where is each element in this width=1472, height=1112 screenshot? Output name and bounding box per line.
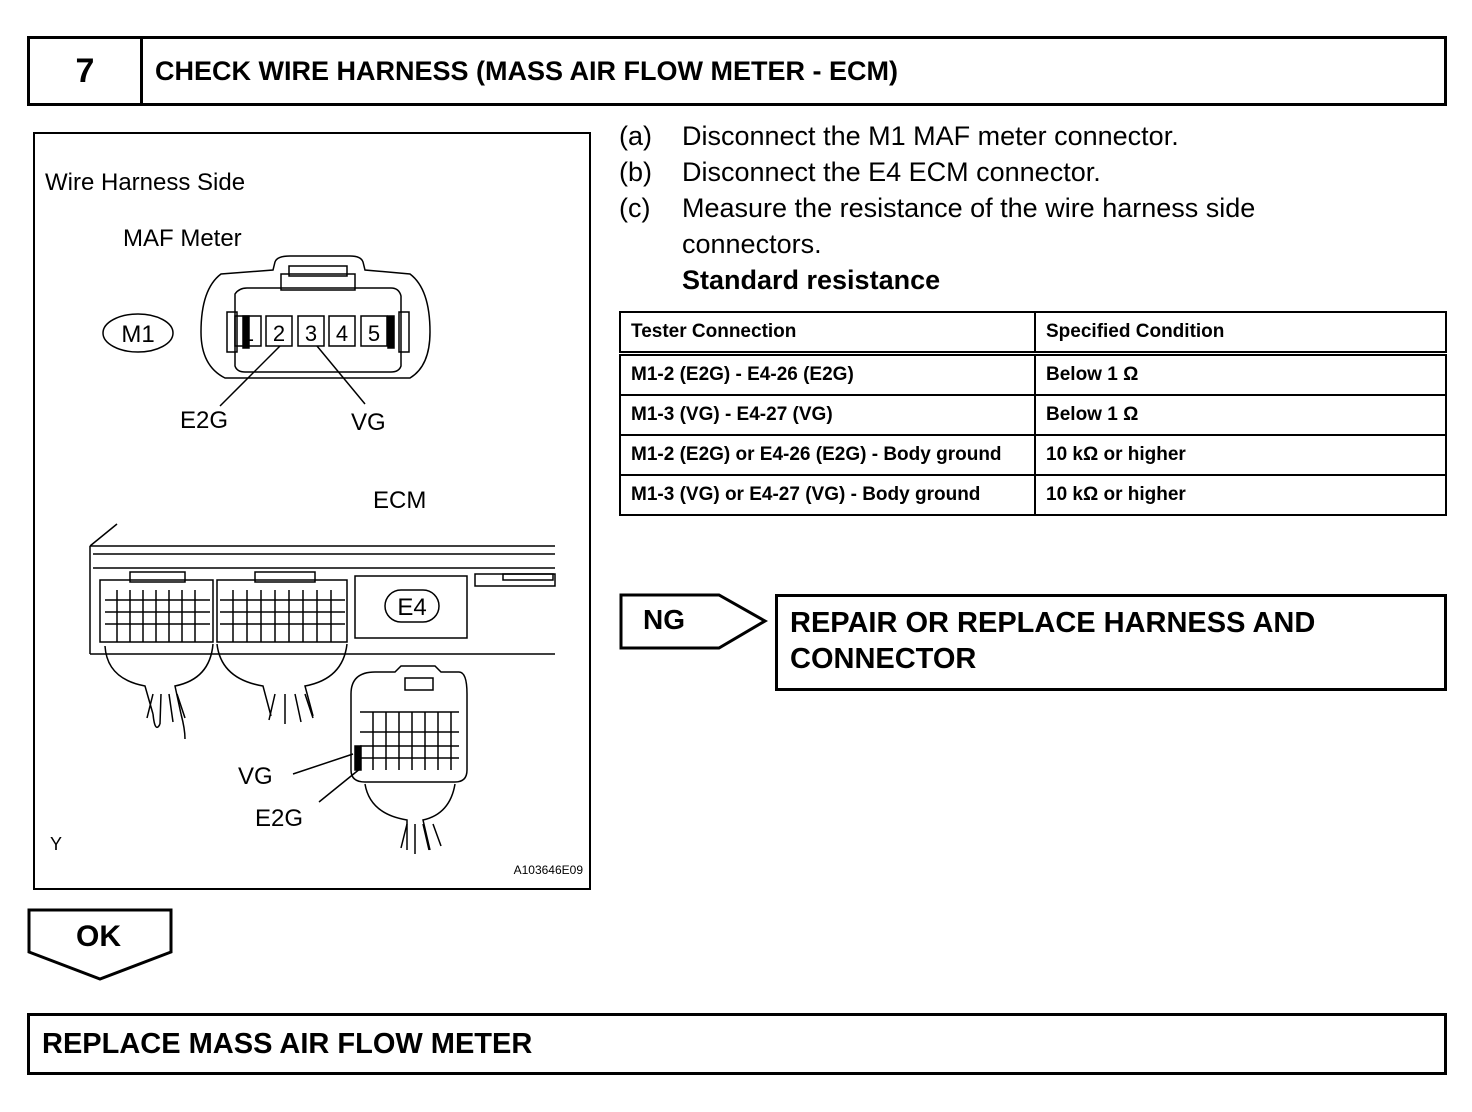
maf-e2g-label: E2G: [180, 407, 228, 434]
instruction-c: (c) Measure the resistance of the wire h…: [619, 190, 1449, 262]
tester-connection-cell: M1-3 (VG) or E4-27 (VG) - Body ground: [619, 474, 1036, 516]
specified-condition-cell: 10 kΩ or higher: [1034, 474, 1447, 516]
ecm-label: ECM: [373, 487, 426, 514]
ok-label: OK: [76, 920, 121, 953]
instructions: (a) Disconnect the M1 MAF meter connecto…: [619, 118, 1449, 298]
maf-pin-5-label: 5: [368, 321, 380, 346]
instruction-text: Disconnect the E4 ECM connector.: [682, 157, 1101, 187]
step-header: 7 CHECK WIRE HARNESS (MASS AIR FLOW METE…: [27, 36, 1447, 106]
maf-connector-body: [200, 255, 431, 379]
tester-connection-cell: M1-2 (E2G) - E4-26 (E2G): [619, 352, 1036, 396]
ng-label: NG: [643, 604, 685, 635]
resistance-table: Tester Connection Specified Condition M1…: [619, 311, 1447, 516]
step-title: CHECK WIRE HARNESS (MASS AIR FLOW METER …: [155, 55, 898, 86]
m1-oval: [102, 313, 174, 353]
figure-id: A103646E09: [514, 863, 584, 877]
e4-oval: [384, 589, 440, 623]
e4-connector-plug: [350, 665, 468, 854]
specified-condition-cell: Below 1 Ω: [1034, 394, 1447, 436]
maf-pin-1-label: 1: [242, 321, 254, 346]
m1-connector-label: M1: [121, 321, 154, 348]
maf-pin-4: [328, 315, 356, 347]
instruction-letter: (c): [619, 193, 651, 223]
ecm-e2g-leader: [318, 767, 362, 803]
maf-vg-leader: [316, 345, 366, 405]
specified-condition-cell: 10 kΩ or higher: [1034, 434, 1447, 476]
ng-action-box: REPAIR OR REPLACE HARNESS AND CONNECTOR: [775, 594, 1447, 691]
instruction-text: Disconnect the M1 MAF meter connector.: [682, 121, 1179, 151]
ecm-vg-leader: [292, 753, 354, 775]
specified-condition-cell: Below 1 Ω: [1034, 352, 1447, 396]
table-row: M1-2 (E2G) - E4-26 (E2G) Below 1 Ω: [619, 352, 1447, 396]
final-action-box: REPLACE MASS AIR FLOW METER: [27, 1013, 1447, 1075]
header-specified-condition: Specified Condition: [1034, 311, 1447, 356]
ng-arrow-icon: [619, 593, 769, 650]
maf-pin-1: [234, 315, 262, 347]
maf-pins: [234, 315, 388, 347]
instruction-a: (a) Disconnect the M1 MAF meter connecto…: [619, 118, 1449, 154]
ecm-connector-left: [99, 571, 214, 740]
header-tester-connection: Tester Connection: [619, 311, 1036, 356]
corner-mark: Y: [50, 834, 62, 854]
standard-resistance-label: Standard resistance: [682, 265, 941, 295]
ecm-body: [89, 523, 556, 655]
maf-pin-2-label: 2: [273, 321, 285, 346]
e4-connector-label: E4: [397, 594, 426, 621]
maf-meter-label: MAF Meter: [123, 225, 242, 252]
instruction-b: (b) Disconnect the E4 ECM connector.: [619, 154, 1449, 190]
maf-vg-label: VG: [351, 409, 386, 436]
maf-pin-5: [360, 315, 388, 347]
table-row: M1-3 (VG) - E4-27 (VG) Below 1 Ω: [619, 394, 1447, 436]
step-number: 7: [30, 39, 143, 103]
ok-arrow-icon: [27, 908, 173, 981]
ecm-vg-label: VG: [238, 763, 273, 790]
table-row: M1-3 (VG) or E4-27 (VG) - Body ground 10…: [619, 474, 1447, 516]
tester-connection-cell: M1-3 (VG) - E4-27 (VG): [619, 394, 1036, 436]
maf-e2g-leader: [219, 345, 281, 407]
maf-pin-3-label: 3: [305, 321, 317, 346]
instruction-letter: (a): [619, 121, 652, 151]
ecm-e2g-label: E2G: [255, 805, 303, 832]
wiring-figure: Wire Harness Side MAF Meter M1 1 2 3 4 5: [33, 132, 591, 890]
table-header-row: Tester Connection Specified Condition: [619, 311, 1447, 356]
tester-connection-cell: M1-2 (E2G) or E4-26 (E2G) - Body ground: [619, 434, 1036, 476]
connector-diagram: Wire Harness Side MAF Meter M1 1 2 3 4 5: [45, 169, 584, 877]
instruction-text: Measure the resistance of the wire harne…: [682, 193, 1256, 259]
instruction-letter: (b): [619, 157, 652, 187]
table-row: M1-2 (E2G) or E4-26 (E2G) - Body ground …: [619, 434, 1447, 476]
maf-pin-4-label: 4: [336, 321, 348, 346]
ecm-connector-middle: [216, 571, 348, 724]
maf-pin-3: [297, 315, 325, 347]
caption-wire-harness-side: Wire Harness Side: [45, 169, 245, 196]
